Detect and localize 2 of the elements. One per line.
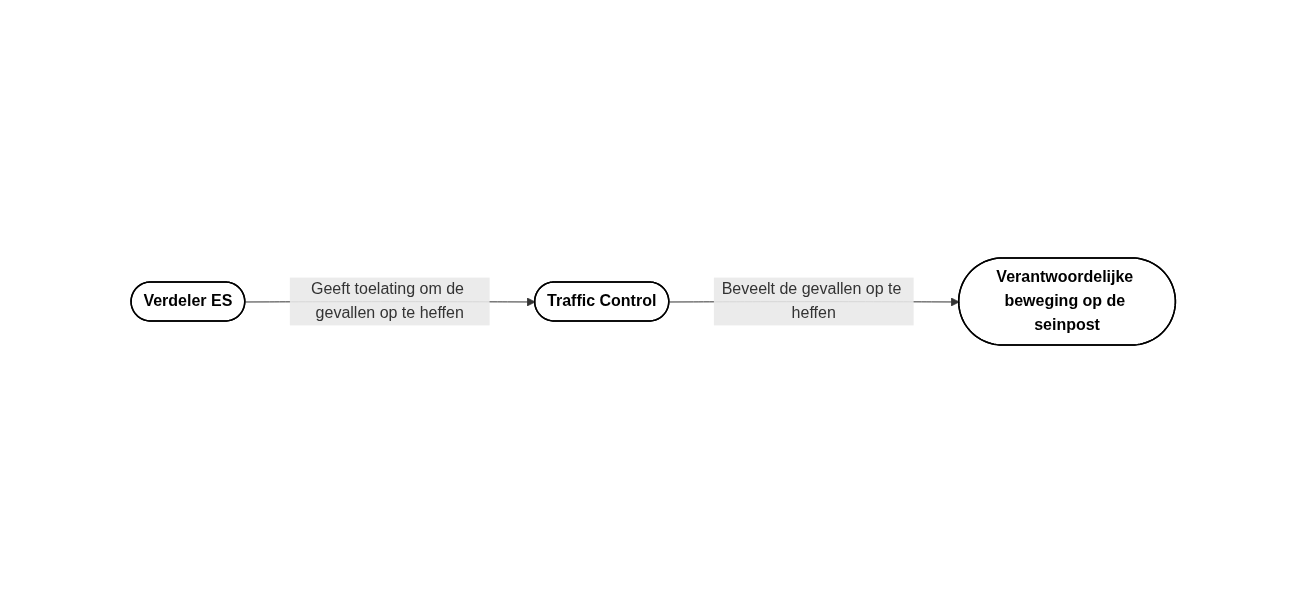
edge-label: Beveelt de gevallen op te heffen xyxy=(721,280,902,322)
edge-label: Geeft toelating om de gevallen op te heffen xyxy=(311,280,465,322)
